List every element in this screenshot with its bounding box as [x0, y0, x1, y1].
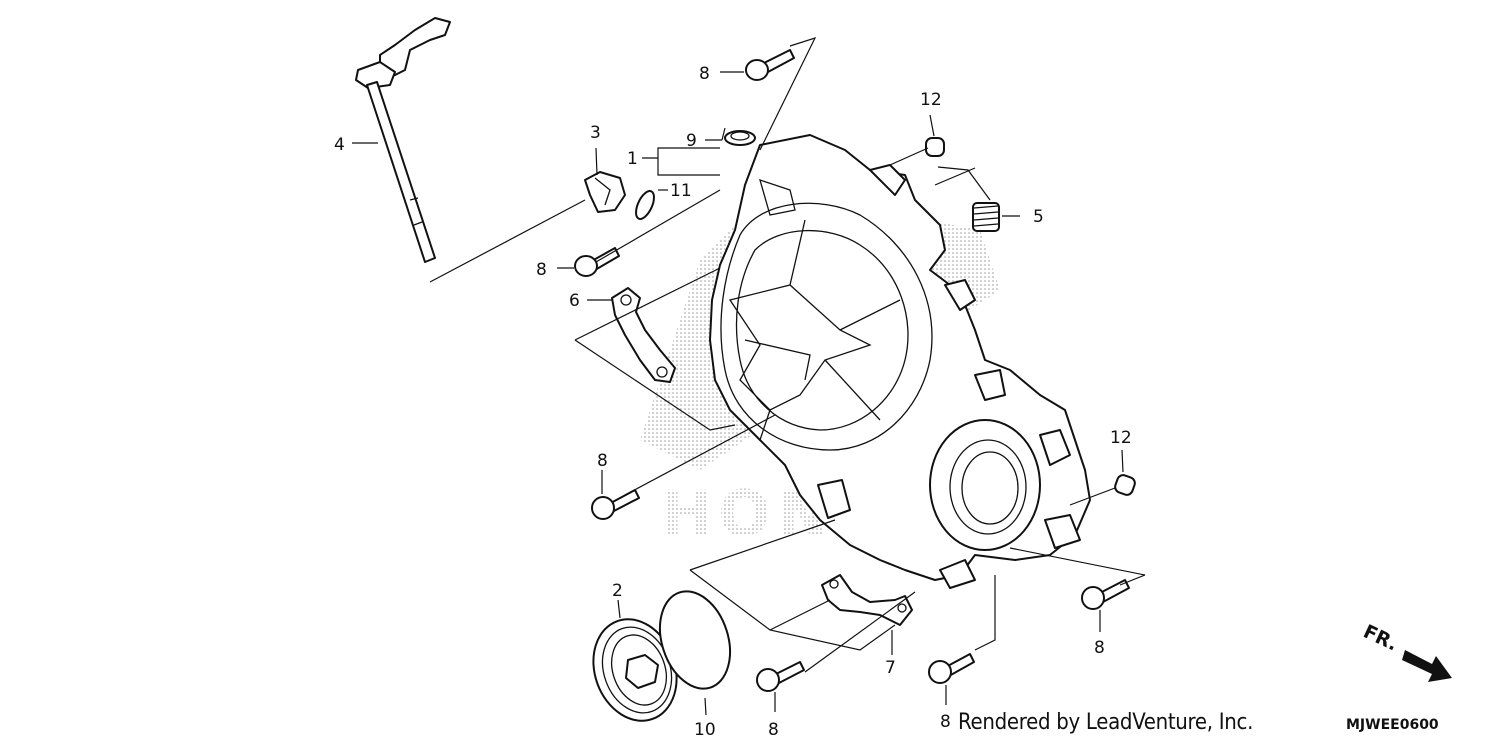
- bolt-8-top: [745, 49, 795, 81]
- label-8-upper-left: 8: [536, 260, 547, 280]
- label-2: 2: [612, 581, 623, 601]
- label-4: 4: [334, 135, 345, 155]
- part-11-o-ring: [635, 190, 655, 220]
- part-4-shift-spindle: [355, 17, 451, 263]
- label-3: 3: [590, 123, 601, 143]
- bolt-8-bottom-left: [756, 661, 805, 692]
- label-8-bottom-mid: 8: [940, 712, 951, 732]
- part-6-bracket: [611, 287, 676, 383]
- label-8-bottom-left: 8: [768, 720, 779, 740]
- part-7-bracket: [821, 574, 913, 626]
- part-9-seal: [724, 130, 756, 146]
- part-2-cap: [592, 618, 678, 722]
- part-5-spring: [972, 202, 1000, 232]
- label-12-bottom: 12: [1110, 428, 1132, 448]
- label-1: 1: [627, 149, 638, 169]
- front-direction-arrow: FR.: [1360, 621, 1452, 682]
- credit-text: Rendered by LeadVenture, Inc.: [958, 710, 1254, 735]
- label-7: 7: [885, 658, 896, 678]
- diagram-code: MJWEE0600: [1346, 717, 1439, 733]
- label-6: 6: [569, 291, 580, 311]
- leader-lines: [352, 36, 1146, 716]
- label-8-mid-left: 8: [597, 451, 608, 471]
- part-10-o-ring: [659, 590, 731, 690]
- label-8-lower-right: 8: [1094, 638, 1105, 658]
- bolt-8-lower-right: [1081, 579, 1130, 610]
- part-12-dowel-pin-top: [925, 137, 945, 157]
- label-12-top: 12: [920, 90, 942, 110]
- fr-label: FR.: [1360, 621, 1401, 656]
- crankcase-cover: [709, 134, 1091, 589]
- bolt-8-mid-left: [591, 489, 640, 520]
- part-3-fitting: [584, 171, 626, 213]
- part-12-dowel-pin-bottom: [1114, 474, 1136, 496]
- label-9: 9: [686, 131, 697, 151]
- label-8-top: 8: [699, 64, 710, 84]
- label-5: 5: [1033, 207, 1044, 227]
- label-10: 10: [694, 720, 716, 740]
- bolt-8-bottom-mid: [928, 653, 975, 684]
- label-11: 11: [670, 181, 692, 201]
